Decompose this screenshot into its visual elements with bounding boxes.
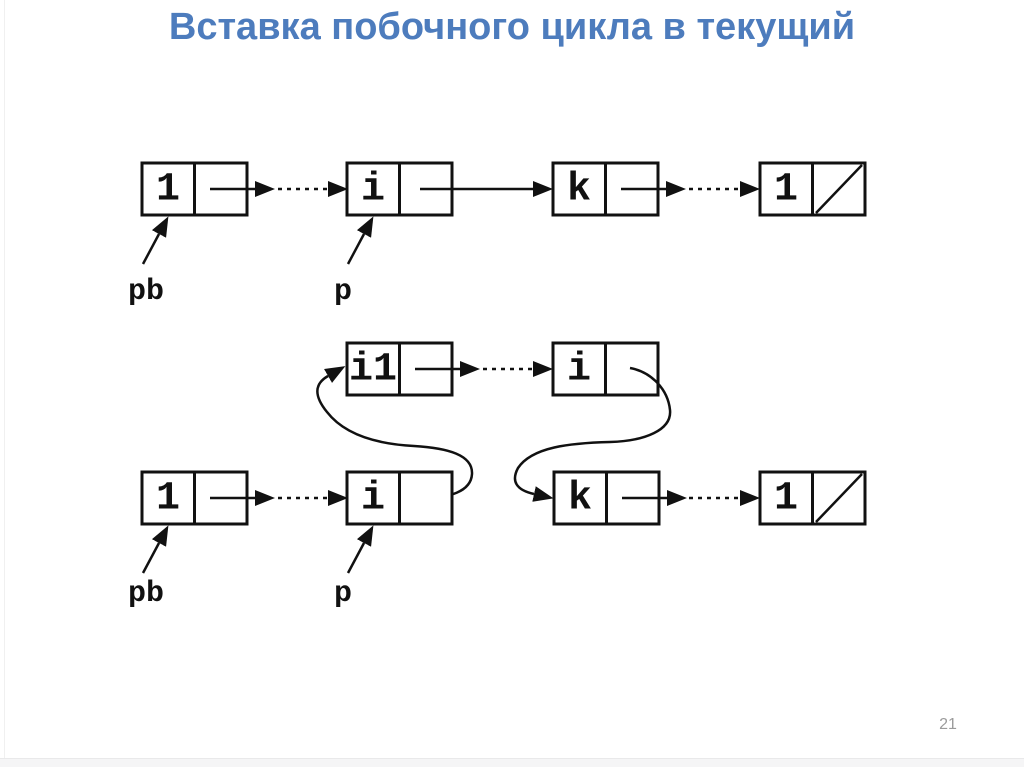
node-value: i1 [349, 348, 397, 393]
node-value: 1 [774, 477, 798, 522]
node-value: k [568, 477, 592, 522]
pointer-arrow-icon [141, 216, 169, 265]
pointer-arrow-icon [346, 525, 374, 574]
page-number: 21 [939, 716, 957, 733]
node-i: i [345, 161, 454, 217]
node-value: i [567, 348, 591, 393]
node-value: i [361, 168, 385, 213]
node-value: i [361, 477, 385, 522]
node-value: 1 [156, 477, 180, 522]
initial-list: 1 i k 1 [128, 161, 867, 309]
pointer-label: pb [128, 275, 164, 309]
curve-i-to-i1-icon [316, 366, 474, 500]
null-pointer-slash-icon [815, 473, 863, 523]
node-i: i [345, 470, 454, 526]
curve-i-to-k-icon [513, 366, 672, 502]
node-last: 1 [758, 470, 867, 526]
pointer-label: p [334, 275, 352, 309]
node-last: 1 [758, 161, 867, 217]
slide-left-edge [4, 0, 5, 758]
node-value: k [567, 168, 591, 213]
null-pointer-slash-icon [815, 164, 863, 214]
node-value: 1 [156, 168, 180, 213]
cycle-node-i: i [551, 341, 660, 397]
pointer-p: p [334, 216, 374, 309]
slide-title: Вставка побочного цикла в текущий [168, 6, 856, 48]
footer-strip [0, 758, 1024, 767]
pointer-pb: pb [128, 216, 169, 309]
pointer-label: p [334, 577, 352, 611]
node-value: 1 [774, 168, 798, 213]
pointer-arrow-icon [141, 525, 169, 574]
pointer-label: pb [128, 577, 164, 611]
pointer-p: p [334, 525, 374, 611]
pointer-arrow-icon [346, 216, 374, 265]
result-list: i1 i 1 [128, 341, 867, 611]
pointer-pb: pb [128, 525, 169, 611]
